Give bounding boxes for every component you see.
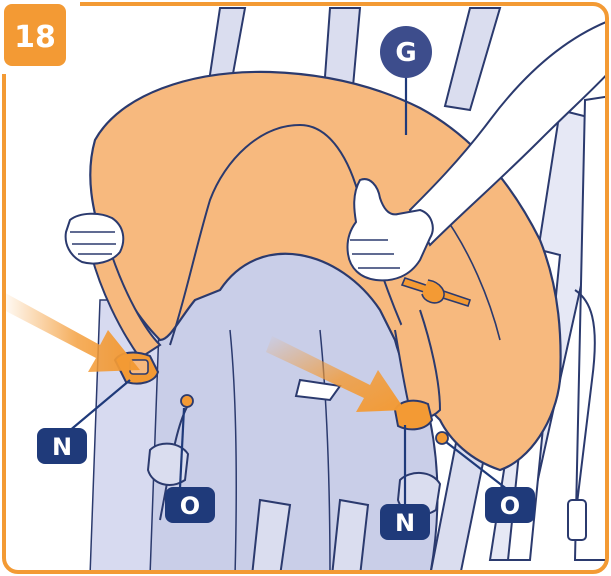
- callout-o-right-label: O: [500, 492, 520, 520]
- callout-g-label: G: [395, 38, 416, 68]
- callout-o-left-label: O: [180, 492, 200, 520]
- step-number: 18: [14, 20, 56, 55]
- callout-g: G: [380, 26, 432, 78]
- left-hand: [66, 214, 124, 264]
- callout-n-left-label: N: [52, 433, 72, 461]
- callout-n-left: N: [37, 428, 87, 464]
- callout-o-right: O: [485, 487, 535, 523]
- callout-n-right-label: N: [395, 509, 415, 537]
- callout-n-right: N: [380, 504, 430, 540]
- callout-o-left: O: [165, 487, 215, 523]
- step-badge: 18: [0, 0, 80, 74]
